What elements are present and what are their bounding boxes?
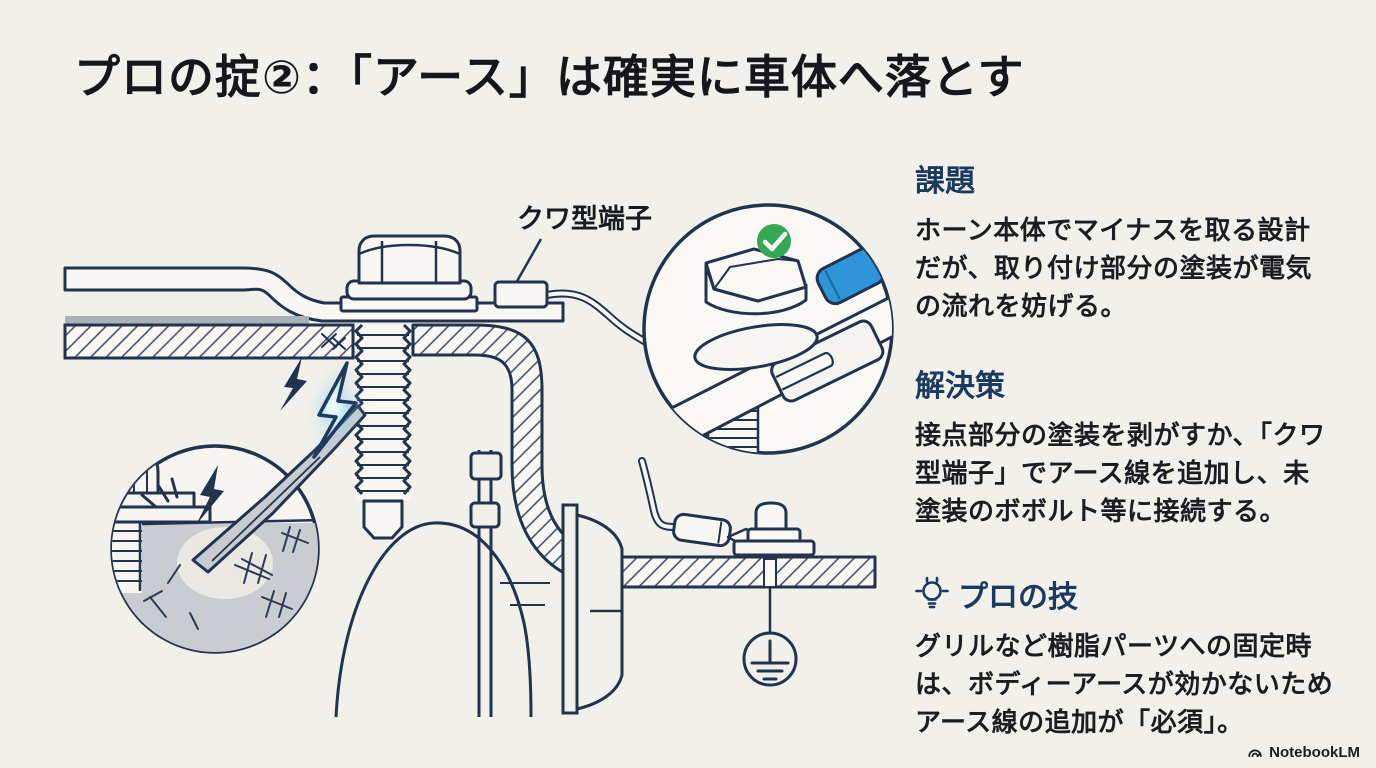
section-solution: 解決策 接点部分の塗装を剥がすか、「クワ 型端子」でアース線を追加し、未 塗装の… bbox=[915, 361, 1355, 530]
horn-body bbox=[334, 450, 624, 718]
electric-spark bbox=[280, 357, 358, 459]
detail-blue-sleeve bbox=[815, 246, 886, 306]
scratch-marks bbox=[143, 526, 309, 630]
ground-terminal-assembly bbox=[672, 501, 816, 633]
main-bolt-shaft bbox=[354, 323, 412, 540]
detail-fork-terminal bbox=[770, 319, 885, 403]
label-leader-line bbox=[514, 238, 543, 284]
pro-tip-heading-label: プロの技 bbox=[958, 581, 1078, 614]
lightning-bolt-icon bbox=[312, 361, 358, 459]
section-pro-tip: プロの技 グリルなど樹脂パーツへの固定時 は、ボディーアースが効かないため アー… bbox=[915, 572, 1355, 741]
lightbulb-icon bbox=[915, 576, 949, 609]
car-body-panel-left bbox=[63, 316, 355, 360]
pro-tip-heading: プロの技 bbox=[915, 572, 1355, 616]
notebooklm-logo-icon bbox=[1248, 749, 1262, 757]
section-challenge: 課題 ホーン本体でマイナスを取る設計 だが、取り付け部分の塗装が電気 の流れを妨… bbox=[915, 156, 1355, 325]
challenge-body: ホーン本体でマイナスを取る設計 だが、取り付け部分の塗装が電気 の流れを妨げる。 bbox=[915, 215, 1312, 321]
fork-terminal-label: クワ型端子 bbox=[517, 204, 652, 234]
fork-terminal-block bbox=[493, 280, 549, 309]
text-column: 課題 ホーン本体でマイナスを取る設計 だが、取り付け部分の塗装が電気 の流れを妨… bbox=[915, 156, 1355, 741]
page-title: プロの掟②：「アース」は確実に車体へ落とす bbox=[74, 51, 1025, 103]
challenge-heading: 課題 bbox=[915, 156, 1355, 200]
pro-tip-body: グリルなど樹脂パーツへの固定時 は、ボディーアースが効かないため アース線の追加… bbox=[915, 631, 1334, 737]
earth-ground-symbol bbox=[742, 631, 798, 687]
brand-footer: NotebookLM bbox=[1247, 744, 1360, 761]
spark-lines bbox=[140, 477, 179, 509]
paint-scratch-marks bbox=[321, 333, 346, 350]
detail-bolt-flange bbox=[693, 323, 819, 371]
brand-name: NotebookLM bbox=[1269, 744, 1360, 761]
grounding-diagram: クワ型端子 bbox=[63, 203, 894, 718]
detail-bolt-head bbox=[704, 247, 808, 316]
car-body-panel-right bbox=[411, 323, 877, 589]
ground-wire-lower bbox=[638, 457, 682, 531]
spark-bolt-small bbox=[196, 465, 224, 525]
challenge-heading-label: 課題 bbox=[915, 165, 975, 198]
check-badge bbox=[757, 224, 791, 258]
lightning-bolt-small-icon bbox=[280, 357, 307, 411]
solution-heading-label: 解決策 bbox=[915, 370, 1005, 403]
solution-heading: 解決策 bbox=[915, 361, 1355, 405]
detail-wire bbox=[874, 219, 892, 261]
ground-wire-upper bbox=[543, 289, 648, 345]
solution-body: 接点部分の塗装を剥がすか、「クワ 型端子」でアース線を追加し、未 塗装のボボルト… bbox=[915, 420, 1326, 526]
main-bolt bbox=[339, 234, 479, 313]
horn-bracket-strip bbox=[63, 266, 565, 323]
